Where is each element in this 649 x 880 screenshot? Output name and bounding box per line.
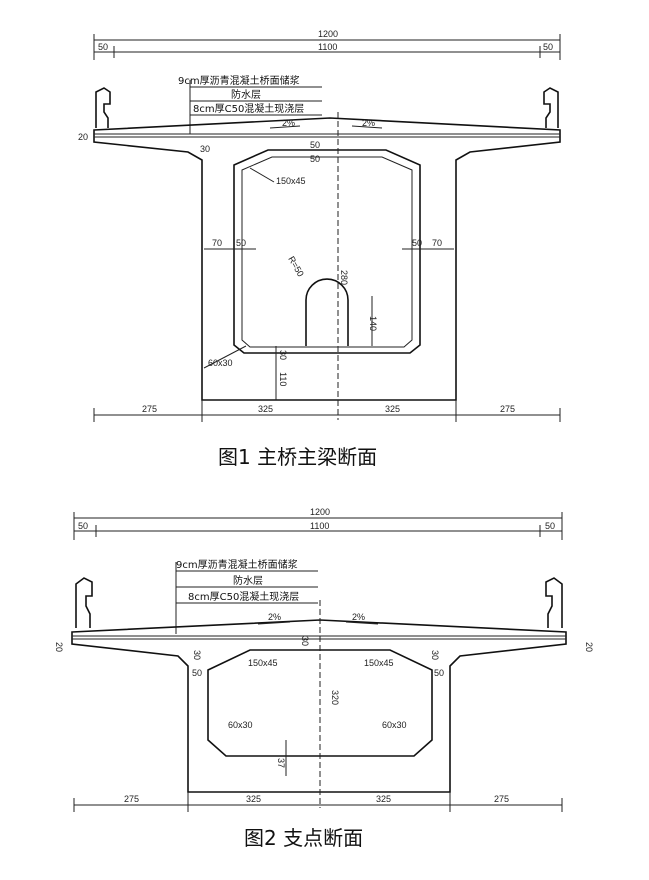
slope-right: 2% bbox=[362, 118, 375, 128]
dim-height-2: 320 bbox=[330, 690, 340, 705]
dim-height: 280 bbox=[339, 270, 349, 285]
dim-cant-left-2: 30 bbox=[192, 650, 202, 660]
barrier-left bbox=[95, 87, 111, 128]
box-cell-inner bbox=[241, 156, 413, 348]
barrier-left-2 bbox=[75, 577, 93, 628]
dim-bot-haunch: 60x30 bbox=[208, 358, 233, 368]
barrier-right-2 bbox=[545, 577, 563, 628]
note-asphalt-2: 9cm厚沥青混凝土桥面储浆 bbox=[176, 558, 298, 571]
dim-total-2: 1200 bbox=[310, 507, 330, 517]
dim-bottom-2-0: 275 bbox=[124, 794, 139, 804]
dim-bottom-0: 275 bbox=[142, 404, 157, 414]
dim-bottom-2: 37 bbox=[276, 758, 286, 768]
dim-bot-h: 110 bbox=[278, 372, 288, 386]
dim-bottom-2-1: 325 bbox=[246, 794, 261, 804]
dim-bot-haunch-right-2: 60x30 bbox=[382, 720, 407, 730]
dim-haunch-right-2: 150x45 bbox=[364, 658, 394, 668]
dim-manhole: 140 bbox=[368, 316, 378, 331]
dim-bottom-1: 325 bbox=[258, 404, 273, 414]
dim-radius: R=50 bbox=[286, 255, 306, 279]
dim-haunch: 150x45 bbox=[276, 176, 306, 186]
slope-left-2: 2% bbox=[268, 612, 281, 622]
dim-total: 1200 bbox=[318, 29, 338, 39]
dim-top-slab2: 50 bbox=[310, 154, 320, 164]
dim-cant-right-2: 30 bbox=[430, 650, 440, 660]
note-concrete: 8cm厚C50混凝土现浇层 bbox=[193, 102, 304, 115]
dim-edge-right: 50 bbox=[543, 42, 553, 52]
dim-top-slab: 50 bbox=[310, 140, 320, 150]
dim-inner: 1100 bbox=[318, 42, 337, 52]
dim-cant-t: 30 bbox=[200, 144, 210, 154]
dim-haunch-left-2: 150x45 bbox=[248, 658, 278, 668]
dim-web-in-right: 50 bbox=[412, 238, 422, 248]
slope-left: 2% bbox=[282, 118, 295, 128]
figure-2: 1200 50 1100 50 9cm厚沥青混凝土桥面储浆 防水层 8cm厚C5… bbox=[54, 507, 594, 850]
caption-figure-1: 图1 主桥主梁断面 bbox=[218, 445, 377, 469]
dim-top-2: 30 bbox=[300, 636, 310, 646]
dim-web-in-left: 50 bbox=[236, 238, 246, 248]
dim-bottom-2-2: 325 bbox=[376, 794, 391, 804]
support-outline bbox=[71, 619, 567, 793]
slope-right-2: 2% bbox=[352, 612, 365, 622]
note-asphalt: 9cm厚沥青混凝土桥面储浆 bbox=[178, 74, 300, 87]
box-cell-outer bbox=[233, 149, 421, 354]
figure-1: 1200 50 1100 50 9cm厚沥青混凝土桥面储浆 防水层 8cm厚C5… bbox=[78, 29, 561, 469]
note-concrete-2: 8cm厚C50混凝土现浇层 bbox=[188, 590, 299, 603]
dim-edge-left: 50 bbox=[98, 42, 108, 52]
dim-web-right-2: 50 bbox=[434, 668, 444, 678]
dim-web-left-2: 50 bbox=[192, 668, 202, 678]
dim-bottom: 30 bbox=[278, 350, 288, 360]
manhole bbox=[305, 278, 349, 346]
dim-bot-haunch-left-2: 60x30 bbox=[228, 720, 253, 730]
caption-figure-2: 图2 支点断面 bbox=[244, 826, 363, 850]
dim-bottom-3: 275 bbox=[500, 404, 515, 414]
dim-edge-right-2: 50 bbox=[545, 521, 555, 531]
dim-web-out-right: 70 bbox=[432, 238, 442, 248]
dim-web-out-left: 70 bbox=[212, 238, 222, 248]
support-cell bbox=[207, 649, 433, 757]
barrier-right bbox=[543, 87, 559, 128]
dim-deck-h-left-2: 20 bbox=[54, 642, 64, 652]
note-waterproof-2: 防水层 bbox=[233, 574, 263, 587]
dim-bottom-2-3: 275 bbox=[494, 794, 509, 804]
dim-edge-left-2: 50 bbox=[78, 521, 88, 531]
girder-outline bbox=[93, 117, 561, 401]
dim-deck-h-right-2: 20 bbox=[584, 642, 594, 652]
note-waterproof: 防水层 bbox=[231, 88, 261, 101]
dim-deck-h: 20 bbox=[78, 132, 88, 142]
dim-inner-2: 1100 bbox=[310, 521, 329, 531]
dim-bottom-2: 325 bbox=[385, 404, 400, 414]
